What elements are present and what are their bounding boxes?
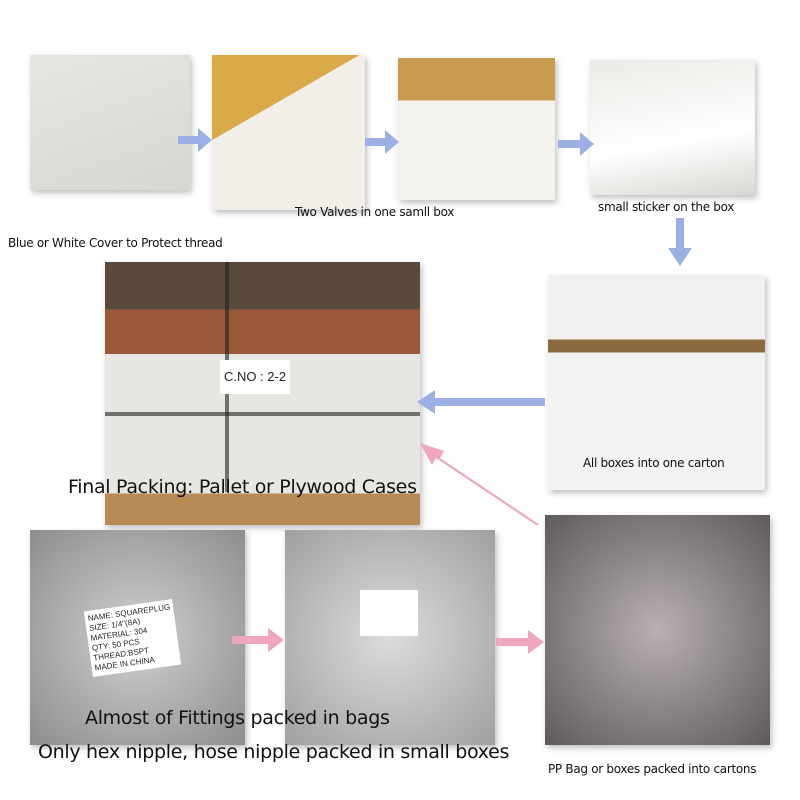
strap — [105, 412, 420, 416]
photo-bag-elbows — [285, 530, 495, 745]
caption-final-packing: Final Packing: Pallet or Plywood Cases — [68, 476, 417, 498]
photo-bag-square-plugs: NAME: SQUAREPLUG SIZE: 1/4"(8A) MATERIAL… — [30, 530, 245, 745]
photo-valves-in-box — [212, 55, 365, 210]
photo-ball-valve — [30, 55, 190, 190]
photo-pallet: C.NO : 2-2 — [105, 262, 420, 525]
caption-protect-thread: Blue or White Cover to Protect thread — [8, 236, 223, 250]
caption-pp-bag: PP Bag or boxes packed into cartons — [548, 762, 757, 776]
arrow-right-icon — [232, 628, 284, 652]
photo-box-with-sticker — [590, 60, 755, 195]
arrow-diagonal-icon — [420, 443, 540, 525]
caption-two-valves: Two Valves in one samll box — [295, 205, 455, 219]
photo-open-box-valves — [398, 58, 555, 200]
arrow-right-icon — [558, 132, 594, 156]
caption-hex-nipple: Only hex nipple, hose nipple packed in s… — [38, 741, 510, 763]
caption-fittings-bags: Almost of Fittings packed in bags — [85, 707, 390, 729]
caption-all-boxes: All boxes into one carton — [583, 456, 725, 470]
caption-sticker: small sticker on the box — [598, 200, 735, 214]
arrow-right-icon — [178, 128, 212, 152]
arrow-left-icon — [417, 390, 545, 414]
photo-carton-of-boxes — [548, 275, 765, 490]
arrow-right-icon — [496, 630, 544, 654]
photo-pp-bag-in-carton — [545, 515, 770, 745]
arrow-right-icon — [365, 130, 399, 154]
arrow-down-icon — [668, 218, 692, 266]
carton-number-label: C.NO : 2-2 — [220, 360, 290, 394]
bag-sticker-small — [360, 590, 418, 636]
